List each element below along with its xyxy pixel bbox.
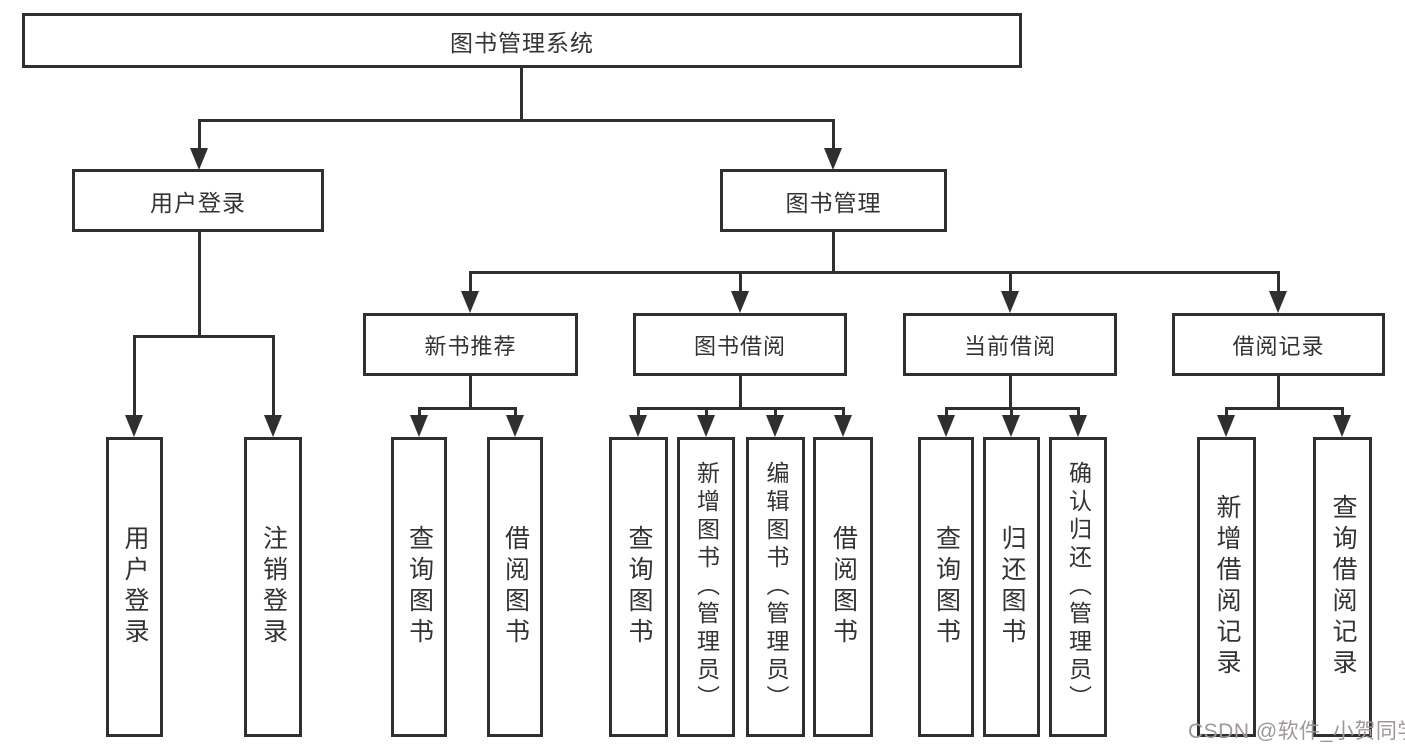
- arrow-down-icon: [1333, 415, 1351, 437]
- connector-split-level2: [469, 271, 1280, 274]
- arrow-down-icon: [834, 415, 852, 437]
- connector-records-stem: [1277, 376, 1280, 407]
- arrow-down-icon: [1002, 415, 1020, 437]
- leaf-logout-label: 注销登录: [259, 525, 288, 649]
- connector-drop-leaf: [1077, 407, 1080, 419]
- node-current-borrow-label: 当前借阅: [963, 333, 1056, 359]
- leaf-return-books-label: 归还图书: [998, 525, 1026, 649]
- leaf-recommend-borrow-books: 借阅图书: [487, 437, 543, 737]
- leaf-query-borrow-record-label: 查询借阅记录: [1329, 494, 1357, 680]
- node-current-borrow: 当前借阅: [903, 313, 1117, 376]
- node-root-label: 图书管理系统: [450, 29, 594, 56]
- arrow-down-icon: [937, 415, 955, 437]
- node-user-login: 用户登录: [72, 169, 324, 232]
- arrow-down-icon: [824, 148, 842, 170]
- arrow-down-icon: [506, 415, 524, 437]
- leaf-current-query-books: 查询图书: [918, 437, 974, 737]
- connector-current-stem: [1009, 376, 1012, 407]
- arrow-down-icon: [1069, 415, 1087, 437]
- csdn-watermark: CSDN @软件_小贺同学: [1188, 720, 1405, 743]
- connector-drop-leaf: [514, 407, 517, 419]
- connector-drop-leaf: [1341, 407, 1344, 419]
- node-borrow-records: 借阅记录: [1172, 313, 1385, 376]
- arrow-down-icon: [125, 415, 143, 437]
- connector-mgmt-stem: [832, 232, 835, 271]
- connector-drop-recommend: [469, 271, 472, 295]
- connector-root-stem: [520, 68, 523, 119]
- arrow-down-icon: [1217, 415, 1235, 437]
- leaf-user-login: 用户登录: [106, 437, 163, 737]
- connector-borrow-stem: [739, 376, 742, 407]
- connector-split-recommend: [418, 407, 517, 410]
- connector-drop-records: [1277, 271, 1280, 295]
- leaf-recommend-borrow-books-label: 借阅图书: [501, 525, 530, 649]
- arrow-down-icon: [766, 415, 784, 437]
- connector-split-records: [1225, 407, 1344, 410]
- connector-drop-user-login: [198, 119, 201, 152]
- connector-recommend-stem: [469, 376, 472, 407]
- arrow-down-icon: [264, 415, 282, 437]
- leaf-user-login-label: 用户登录: [121, 525, 149, 649]
- node-book-borrow-label: 图书借阅: [693, 333, 786, 359]
- connector-drop-leaf: [774, 407, 777, 419]
- leaf-recommend-query-books-label: 查询图书: [405, 525, 434, 649]
- arrow-down-icon: [461, 291, 479, 313]
- leaf-confirm-return-admin-label: 确认归还（管理员）: [1065, 461, 1092, 713]
- connector-split-login: [133, 335, 275, 338]
- connector-drop-leaf: [1225, 407, 1228, 419]
- arrow-down-icon: [1001, 291, 1019, 313]
- node-borrow-records-label: 借阅记录: [1232, 333, 1325, 359]
- arrow-down-icon: [629, 415, 647, 437]
- leaf-query-borrow-record: 查询借阅记录: [1313, 437, 1372, 737]
- node-book-borrow: 图书借阅: [633, 313, 847, 376]
- connector-login-stem: [198, 232, 201, 335]
- node-root: 图书管理系统: [22, 13, 1022, 68]
- connector-drop-leaf: [945, 407, 948, 419]
- connector-drop-leaf: [133, 335, 136, 417]
- connector-split-level1: [198, 119, 835, 122]
- arrow-down-icon: [1269, 291, 1287, 313]
- arrow-down-icon: [731, 291, 749, 313]
- connector-drop-borrow: [739, 271, 742, 295]
- node-new-book-recommend: 新书推荐: [363, 313, 578, 376]
- leaf-borrow-query-books-label: 查询图书: [625, 525, 653, 649]
- connector-drop-current: [1009, 271, 1012, 295]
- arrow-down-icon: [697, 415, 715, 437]
- leaf-add-borrow-record-label: 新增借阅记录: [1213, 494, 1241, 680]
- connector-drop-leaf: [637, 407, 640, 419]
- connector-drop-leaf: [705, 407, 708, 419]
- leaf-add-books-admin: 新增图书（管理员）: [677, 437, 735, 737]
- leaf-current-query-books-label: 查询图书: [932, 525, 961, 649]
- leaf-add-borrow-record: 新增借阅记录: [1197, 437, 1256, 737]
- leaf-logout: 注销登录: [244, 437, 302, 737]
- connector-split-borrow: [637, 407, 845, 410]
- connector-drop-leaf: [418, 407, 421, 419]
- arrow-down-icon: [410, 415, 428, 437]
- node-book-management: 图书管理: [720, 169, 947, 232]
- leaf-borrow-books: 借阅图书: [813, 437, 873, 737]
- arrow-down-icon: [190, 148, 208, 170]
- connector-drop-book-mgmt: [832, 119, 835, 152]
- leaf-edit-books-admin-label: 编辑图书（管理员）: [763, 461, 789, 713]
- leaf-add-books-admin-label: 新增图书（管理员）: [693, 461, 720, 713]
- leaf-borrow-query-books: 查询图书: [609, 437, 668, 737]
- leaf-borrow-books-label: 借阅图书: [829, 525, 858, 649]
- connector-drop-leaf: [842, 407, 845, 419]
- connector-drop-leaf: [272, 335, 275, 417]
- connector-drop-leaf: [1010, 407, 1013, 419]
- node-new-book-recommend-label: 新书推荐: [424, 333, 517, 359]
- leaf-confirm-return-admin: 确认归还（管理员）: [1049, 437, 1107, 737]
- node-book-management-label: 图书管理: [785, 189, 882, 216]
- node-user-login-label: 用户登录: [150, 189, 246, 216]
- leaf-recommend-query-books: 查询图书: [391, 437, 447, 737]
- leaf-edit-books-admin: 编辑图书（管理员）: [746, 437, 805, 737]
- leaf-return-books: 归还图书: [983, 437, 1040, 737]
